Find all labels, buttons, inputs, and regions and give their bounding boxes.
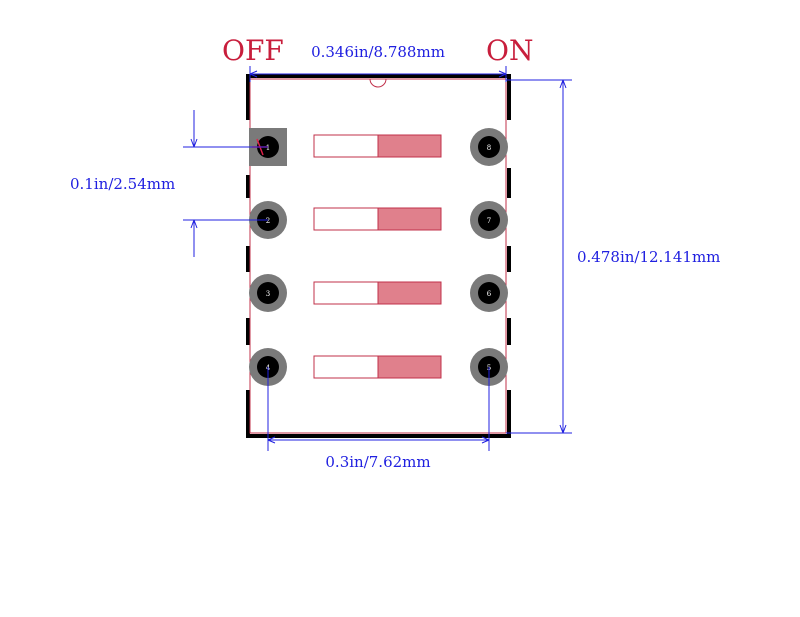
row-spacing-dimension: 0.3in/7.62mm <box>325 453 430 471</box>
pad-6-label: 6 <box>487 290 492 298</box>
switch-row-1 <box>313 134 442 158</box>
switch-row-3 <box>313 281 442 305</box>
courtyard-outline <box>249 78 507 434</box>
pad-8-label: 8 <box>487 144 491 152</box>
switch-row-2 <box>313 207 442 231</box>
pad-8: 8 <box>470 128 508 166</box>
body-width-dimension: 0.346in/8.788mm <box>311 43 445 61</box>
pad-6: 6 <box>470 274 508 312</box>
pad-2-label: 2 <box>266 217 270 225</box>
switch-row-4 <box>313 355 442 379</box>
pad-7-label: 7 <box>487 217 491 225</box>
pad-3-label: 3 <box>266 290 270 298</box>
pitch-dimension: 0.1in/2.54mm <box>70 175 175 193</box>
off-label: OFF <box>222 34 284 67</box>
body-height-dimension: 0.478in/12.141mm <box>577 248 720 266</box>
pad-3: 3 <box>249 274 287 312</box>
body-outline <box>246 74 511 438</box>
pin1-notch <box>369 78 387 88</box>
pad-7: 7 <box>470 201 508 239</box>
pad-1-label: 1 <box>266 144 270 152</box>
on-label: ON <box>486 34 533 67</box>
dimension-lines <box>183 66 572 451</box>
